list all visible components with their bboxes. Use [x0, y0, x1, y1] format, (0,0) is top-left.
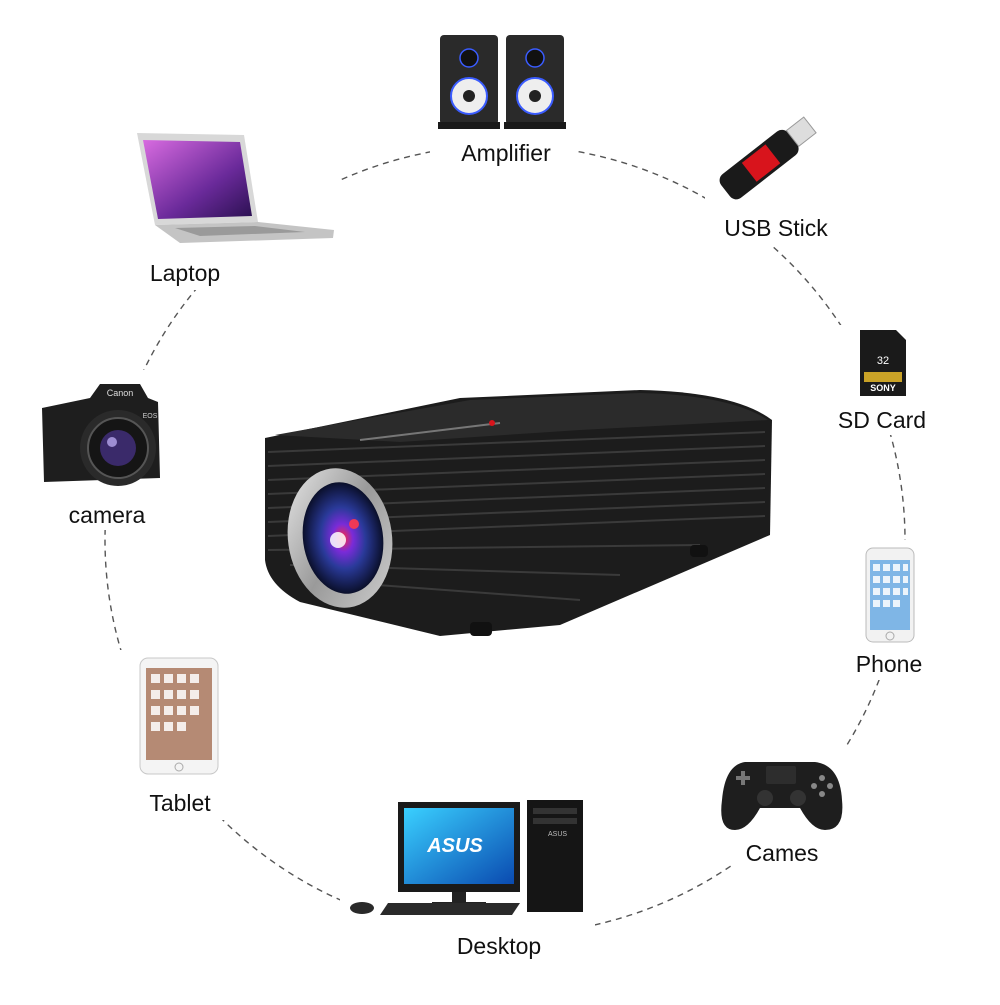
- label-sd-card: SD Card: [837, 407, 927, 433]
- label-games: Cames: [745, 840, 819, 866]
- label-usb-stick: USB Stick: [724, 215, 828, 241]
- sd-brand-text: SONY: [870, 383, 896, 393]
- usb-stick-icon: [719, 116, 817, 200]
- laptop-icon: [137, 133, 334, 243]
- camera-brand-text: Canon: [107, 388, 134, 398]
- projector-control-strip: [359, 422, 501, 441]
- label-amplifier: Amplifier: [461, 140, 551, 166]
- desktop-computer-icon: ASUS ASUS: [350, 800, 583, 915]
- label-desktop: Desktop: [456, 933, 542, 959]
- amplifier-icon: [438, 35, 566, 129]
- projector: [265, 390, 772, 636]
- projector-lens: [287, 468, 393, 608]
- label-camera: camera: [68, 502, 146, 528]
- label-laptop: Laptop: [149, 260, 221, 286]
- camera-icon: Canon EOS: [42, 384, 160, 486]
- power-indicator-icon: [489, 420, 495, 426]
- desktop-screen-brand: ASUS: [426, 835, 483, 857]
- tower-brand-text: ASUS: [548, 831, 567, 838]
- tablet-icon: [139, 657, 219, 775]
- game-controller-icon: [721, 762, 843, 830]
- phone-icon: [865, 547, 915, 643]
- label-tablet: Tablet: [149, 790, 211, 816]
- camera-model-text: EOS: [143, 413, 158, 420]
- sd-capacity-text: 32: [877, 355, 889, 367]
- label-phone: Phone: [855, 651, 923, 677]
- sd-card-icon: 32 SONY: [860, 330, 906, 396]
